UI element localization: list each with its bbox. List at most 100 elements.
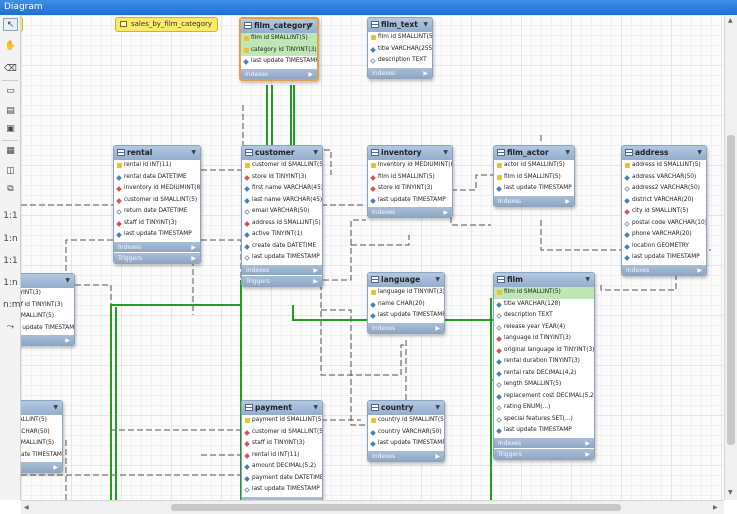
table-column[interactable]: rating ENUM(...) xyxy=(494,402,594,414)
table-column[interactable]: country id SMALLINT(5) xyxy=(368,415,444,427)
table-header[interactable]: film_category▼ xyxy=(241,19,317,33)
text-icon[interactable]: ▤ xyxy=(6,106,15,116)
expand-icon[interactable]: ▶ xyxy=(565,197,570,205)
table-column[interactable]: last update TIMESTAMP xyxy=(494,183,574,195)
table-column[interactable]: description TEXT xyxy=(494,310,594,322)
section-indexes[interactable]: Indexes▶ xyxy=(242,495,322,500)
table-column[interactable]: last update TIMESTAMP xyxy=(242,484,322,496)
section-indexes[interactable]: Indexes▶ xyxy=(494,194,574,206)
table-column[interactable]: film id SMALLINT(5) xyxy=(494,172,574,184)
section-indexes[interactable]: Indexes▶ xyxy=(494,436,594,448)
table-column[interactable]: category id TINYINT(3) xyxy=(241,44,317,56)
rel-1-nb-icon[interactable]: 1:n xyxy=(3,278,18,288)
table-column[interactable]: special features SET(...) xyxy=(494,414,594,426)
table-header[interactable]: customer▼ xyxy=(242,146,322,160)
table-column[interactable]: last update TIMESTAMP xyxy=(21,323,74,335)
table-column[interactable]: rental id INT(11) xyxy=(114,160,200,172)
collapse-icon[interactable]: ▼ xyxy=(443,149,448,156)
table-column[interactable]: film id SMALLINT(5) xyxy=(241,33,317,45)
horizontal-scrollbar[interactable]: ◀ ▶ xyxy=(21,500,724,514)
scroll-left-icon[interactable]: ◀ xyxy=(24,504,29,511)
table-column[interactable]: customer id SMALLINT(5) xyxy=(242,160,322,172)
table-column[interactable]: amount DECIMAL(5,2) xyxy=(242,461,322,473)
routine-icon[interactable]: ⧉ xyxy=(7,184,14,194)
table-column[interactable]: original language id TINYINT(3) xyxy=(494,345,594,357)
table-column[interactable]: store id TINYINT(3) xyxy=(242,172,322,184)
table-header[interactable]: film_text▼ xyxy=(368,18,432,32)
table-column[interactable]: address2 VARCHAR(50) xyxy=(622,183,706,195)
expand-icon[interactable]: ▶ xyxy=(697,266,702,274)
section-indexes[interactable]: ▶ xyxy=(21,334,74,345)
section-indexes[interactable]: Indexes▶ xyxy=(242,263,322,275)
collapse-icon[interactable]: ▼ xyxy=(308,22,313,29)
expand-icon[interactable]: ▶ xyxy=(191,254,196,262)
table-column[interactable]: film id SMALLINT(5) xyxy=(368,172,452,184)
table-column[interactable]: last update TIMESTAMP xyxy=(368,438,444,450)
section-indexes[interactable]: Indexes▶ xyxy=(241,67,317,79)
table-column[interactable]: film id SMALLINT(5) xyxy=(368,32,432,44)
table-column[interactable]: customer id SMALLINT(5) xyxy=(242,427,322,439)
table-column[interactable]: first name VARCHAR(45) xyxy=(242,183,322,195)
table-header[interactable]: film_actor▼ xyxy=(494,146,574,160)
table-column[interactable]: staff id TINYINT(3) xyxy=(242,438,322,450)
expand-icon[interactable]: ▶ xyxy=(313,277,318,285)
table-column[interactable]: last update TIMESTAMP xyxy=(368,310,444,322)
table-column[interactable]: film id SMALLINT(5) xyxy=(494,287,594,299)
collapse-icon[interactable]: ▼ xyxy=(435,276,440,283)
table-column[interactable]: inventory id MEDIUMINT(8) xyxy=(368,160,452,172)
table-film-text[interactable]: film_text▼film id SMALLINT(5)title VARCH… xyxy=(367,17,433,79)
section-indexes[interactable]: Indexes▶ xyxy=(368,66,432,78)
table-column[interactable]: TINYINT(3) xyxy=(21,288,74,300)
expand-icon[interactable]: ▶ xyxy=(65,337,70,344)
expand-icon[interactable]: ▶ xyxy=(423,69,428,77)
table-column[interactable]: language id TINYINT(3) xyxy=(368,287,444,299)
expand-icon[interactable]: ▶ xyxy=(435,324,440,332)
collapse-icon[interactable]: ▼ xyxy=(435,404,440,411)
table-column[interactable]: location GEOMETRY xyxy=(622,241,706,253)
table-column[interactable]: last update TIMESTAMP xyxy=(368,195,452,207)
table-language[interactable]: language▼language id TINYINT(3)name CHAR… xyxy=(367,272,445,334)
image-icon[interactable]: ▣ xyxy=(6,124,15,134)
table-column[interactable]: address id SMALLINT(5) xyxy=(242,218,322,230)
table-column[interactable]: rental id INT(11) xyxy=(242,450,322,462)
layer-icon[interactable]: ▭ xyxy=(6,86,15,96)
table-column[interactable]: replacement cost DECIMAL(5,2) xyxy=(494,391,594,403)
table-country[interactable]: country▼country id SMALLINT(5)country VA… xyxy=(367,400,445,462)
table-column[interactable]: active TINYINT(1) xyxy=(242,229,322,241)
collapse-icon[interactable]: ▼ xyxy=(565,149,570,156)
rel-1-1-icon[interactable]: 1:1 xyxy=(3,211,18,221)
rel-existing-icon[interactable]: ⤳ xyxy=(6,322,15,332)
collapse-icon[interactable]: ▼ xyxy=(585,276,590,283)
expand-icon[interactable]: ▶ xyxy=(53,464,58,471)
table-film[interactable]: film▼film id SMALLINT(5)title VARCHAR(12… xyxy=(493,272,595,460)
table-column[interactable]: title VARCHAR(128) xyxy=(494,299,594,311)
table-icon[interactable]: ▦ xyxy=(6,146,15,156)
rel-1-1b-icon[interactable]: 1:1 xyxy=(3,256,18,266)
table-column[interactable]: staff id TINYINT(3) xyxy=(21,300,74,312)
table-column[interactable]: rental rate DECIMAL(4,2) xyxy=(494,368,594,380)
table-header[interactable]: rental▼ xyxy=(114,146,200,160)
expand-icon[interactable]: ▶ xyxy=(308,70,313,78)
section-indexes[interactable]: Indexes▶ xyxy=(368,449,444,461)
scroll-down-icon[interactable]: ▼ xyxy=(728,489,733,496)
table-column[interactable]: update TIMESTAMP xyxy=(21,450,62,462)
table-inventory[interactable]: inventory▼inventory id MEDIUMINT(8)film … xyxy=(367,145,453,218)
table-column[interactable]: last name VARCHAR(45) xyxy=(242,195,322,207)
table-column[interactable]: description TEXT xyxy=(368,55,432,67)
expand-icon[interactable]: ▶ xyxy=(313,266,318,274)
table-column[interactable]: last update TIMESTAMP xyxy=(622,252,706,264)
expand-icon[interactable]: ▶ xyxy=(435,452,440,460)
table-column[interactable]: last update TIMESTAMP xyxy=(241,56,317,68)
collapse-icon[interactable]: ▼ xyxy=(697,149,702,156)
table-header[interactable]: country▼ xyxy=(368,401,444,415)
table-rental[interactable]: rental▼rental id INT(11)rental date DATE… xyxy=(113,145,201,264)
section-triggers[interactable]: Triggers▶ xyxy=(242,274,322,286)
table-column[interactable]: id SMALLINT(5) xyxy=(21,438,62,450)
table-column[interactable]: payment date DATETIME xyxy=(242,473,322,485)
table-header[interactable]: address▼ xyxy=(622,146,706,160)
table-column[interactable]: payment id SMALLINT(5) xyxy=(242,415,322,427)
table-column[interactable]: phone VARCHAR(20) xyxy=(622,229,706,241)
collapse-icon[interactable]: ▼ xyxy=(191,149,196,156)
table-column[interactable]: last update TIMESTAMP xyxy=(114,229,200,241)
table-column[interactable]: VARCHAR(50) xyxy=(21,427,62,439)
